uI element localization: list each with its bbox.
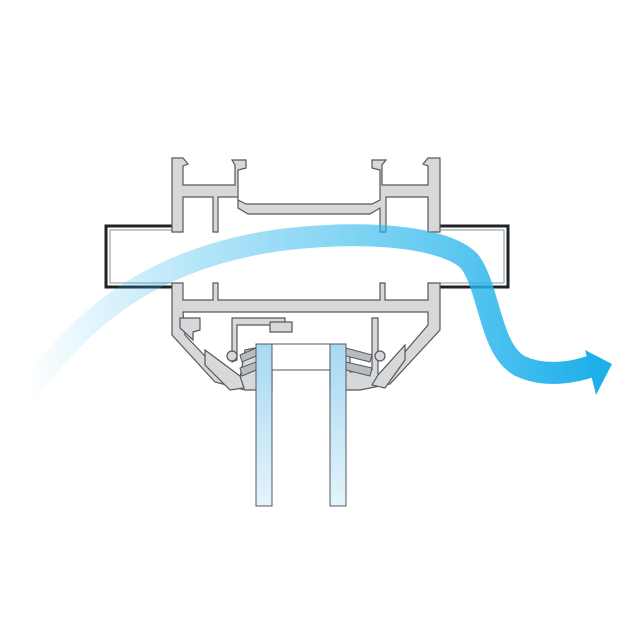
airflow-arrow-icon (19, 224, 612, 399)
upper-profile (171, 157, 441, 233)
glass-unit (255, 343, 347, 507)
lower-profile (171, 282, 441, 391)
glass-seals (239, 347, 373, 377)
